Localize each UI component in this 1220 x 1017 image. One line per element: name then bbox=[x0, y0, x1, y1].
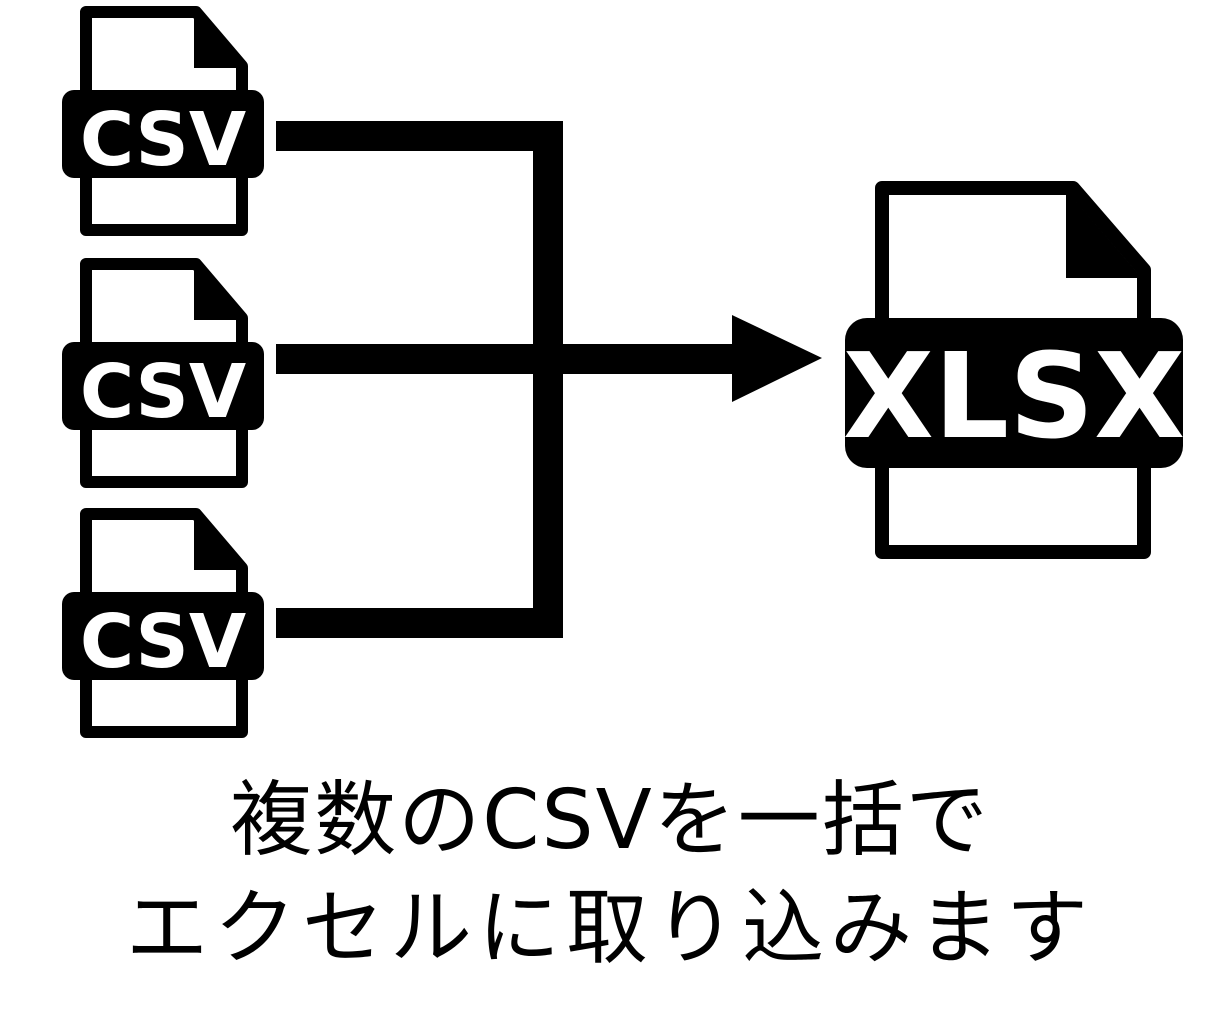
arrow-head-icon bbox=[732, 315, 822, 402]
xlsx-file-icon: XLSX bbox=[843, 181, 1185, 559]
file-type-label: CSV bbox=[80, 349, 246, 435]
connector-line-bottom bbox=[276, 608, 563, 638]
merge-connector bbox=[276, 121, 822, 638]
csv-file-icon: CSV bbox=[62, 258, 264, 488]
csv-file-icon: CSV bbox=[62, 6, 264, 236]
caption-line-1: 複数のCSVを一括で bbox=[230, 773, 990, 868]
file-type-label: XLSX bbox=[843, 327, 1185, 465]
caption-line-2: エクセルに取り込みます bbox=[125, 881, 1094, 976]
connector-line-middle bbox=[276, 344, 736, 374]
file-type-label: CSV bbox=[80, 97, 246, 183]
connector-line-top bbox=[276, 121, 563, 151]
csv-file-icon: CSV bbox=[62, 508, 264, 738]
file-type-label: CSV bbox=[80, 599, 246, 685]
connector-vertical bbox=[533, 121, 563, 638]
csv-to-xlsx-diagram: CSV CSV CSV XLSX bbox=[62, 6, 1185, 738]
